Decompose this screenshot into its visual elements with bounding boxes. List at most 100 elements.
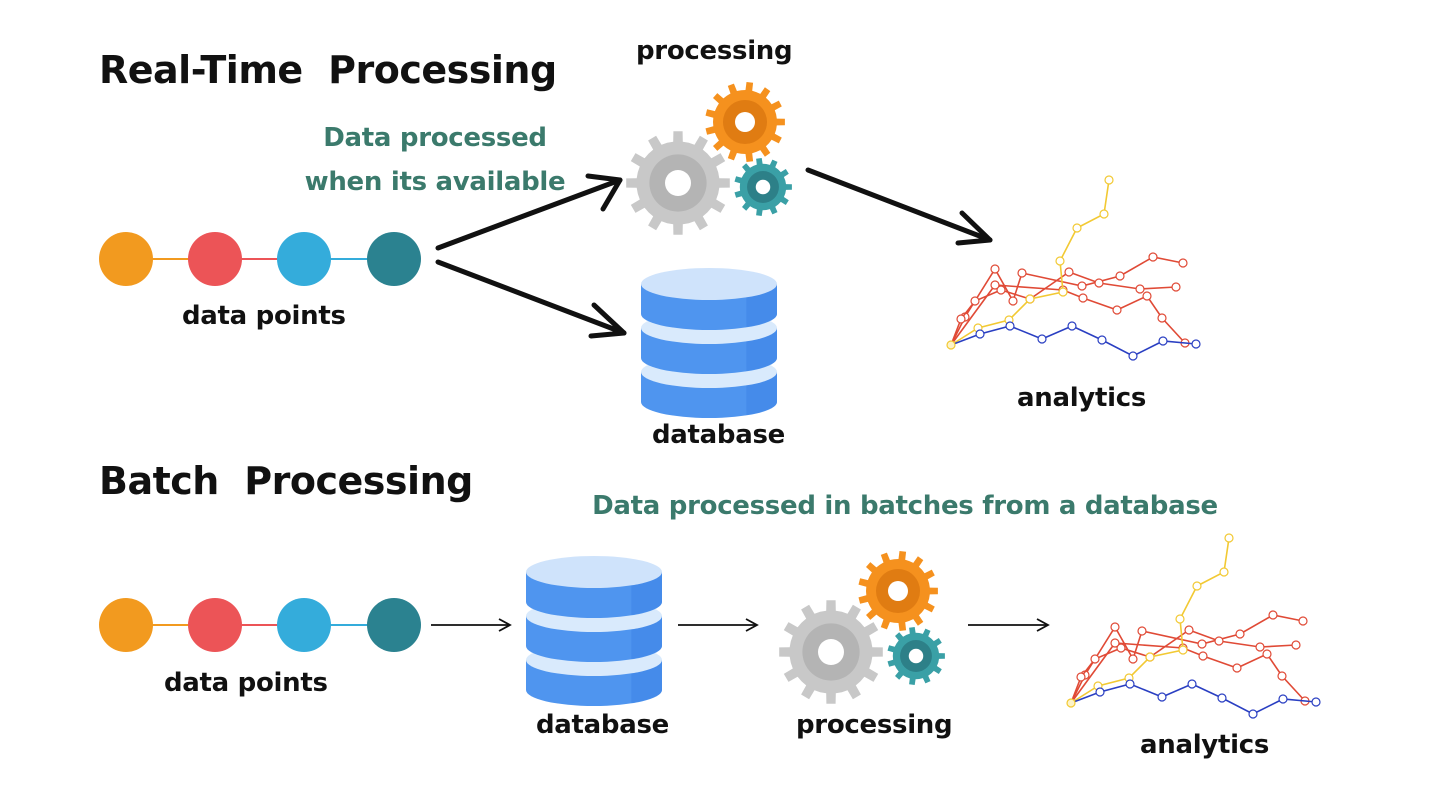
series-point [1277,671,1287,681]
series-point [1058,287,1068,297]
gear-orange [705,82,785,162]
series-point [1128,351,1138,361]
series-point [1135,284,1145,294]
series-line [950,271,1177,346]
series-point [1115,271,1125,281]
series-point [975,329,985,339]
series-point [1178,258,1188,268]
series-point [1094,278,1104,288]
series-point [1178,645,1188,655]
gear-gray [626,131,730,235]
series-point [1198,651,1208,661]
series-point [1095,687,1105,697]
gear-hole [818,639,844,665]
gears-icon [626,82,792,235]
series-point [1191,339,1201,349]
gear-hole [755,179,771,195]
series-point [990,264,1000,274]
data-point-orange [99,232,153,286]
realtime-data-points-label: data points [182,301,346,331]
batch-analytics-label: analytics [1140,730,1269,760]
analytics-series [1070,625,1301,704]
realtime-data-points [99,232,421,286]
series-point [1072,223,1082,233]
series-point [956,314,966,324]
series-point [1262,649,1272,659]
analytics-series [950,321,1201,361]
series-point [1077,281,1087,291]
analytics-series [1070,679,1321,719]
series-line [1070,629,1297,704]
realtime-analytics-label: analytics [1017,383,1146,413]
series-point [1184,625,1194,635]
gear-hole [735,112,755,132]
database-top [641,268,777,300]
database-top [526,556,662,588]
series-point [1055,256,1065,266]
batch-data-points-label: data points [164,668,328,698]
series-point [1078,293,1088,303]
series-point [1110,638,1120,648]
analytics-series [950,252,1188,346]
data-point-red [188,598,242,652]
series-point [1255,642,1265,652]
series-point [1224,533,1234,543]
series-point [970,296,980,306]
series-point [1268,610,1278,620]
realtime-note-line2: when its available [304,167,566,197]
series-point [1097,335,1107,345]
line-graph-icon [946,175,1201,361]
batch-data-points [99,598,421,652]
analytics-series [950,280,1190,348]
series-origin [946,340,956,350]
series-point [990,280,1000,290]
series-point [1235,629,1245,639]
gears-icon [779,551,945,704]
series-point [1217,693,1227,703]
series-point [1171,282,1181,292]
series-line [950,179,1110,346]
series-point [1090,654,1100,664]
line-graph-icon [1066,533,1321,719]
data-point-sky [277,232,331,286]
series-point [1232,663,1242,673]
realtime-processing-label: processing [636,36,793,66]
series-point [1104,175,1114,185]
series-point [1248,709,1258,719]
series-point [1157,692,1167,702]
series-point [1076,672,1086,682]
gear-hole [908,648,924,664]
gear-gray [779,600,883,704]
database-segment [526,556,662,618]
series-origin [1066,698,1076,708]
gear-orange [858,551,938,631]
realtime-note: Data processed when its available [300,116,570,204]
database-icon [526,556,662,706]
series-point [1311,697,1321,707]
series-point [1145,652,1155,662]
series-point [1025,294,1035,304]
analytics-series [1070,610,1308,704]
series-point [1064,267,1074,277]
gear-teal [887,627,945,685]
data-point-red [188,232,242,286]
batch-title: Batch Processing [99,459,473,503]
series-point [1067,321,1077,331]
series-point [1298,616,1308,626]
series-point [1017,268,1027,278]
series-point [1110,622,1120,632]
series-point [1278,694,1288,704]
series-point [1005,321,1015,331]
analytics-series [1070,533,1234,704]
series-point [1192,581,1202,591]
series-point [1157,313,1167,323]
series-point [1142,291,1152,301]
series-point [1219,567,1229,577]
series-point [1008,296,1018,306]
series-point [1148,252,1158,262]
data-point-teal [367,598,421,652]
series-point [1128,654,1138,664]
series-point [1112,305,1122,315]
realtime-note-line1: Data processed [323,123,547,153]
